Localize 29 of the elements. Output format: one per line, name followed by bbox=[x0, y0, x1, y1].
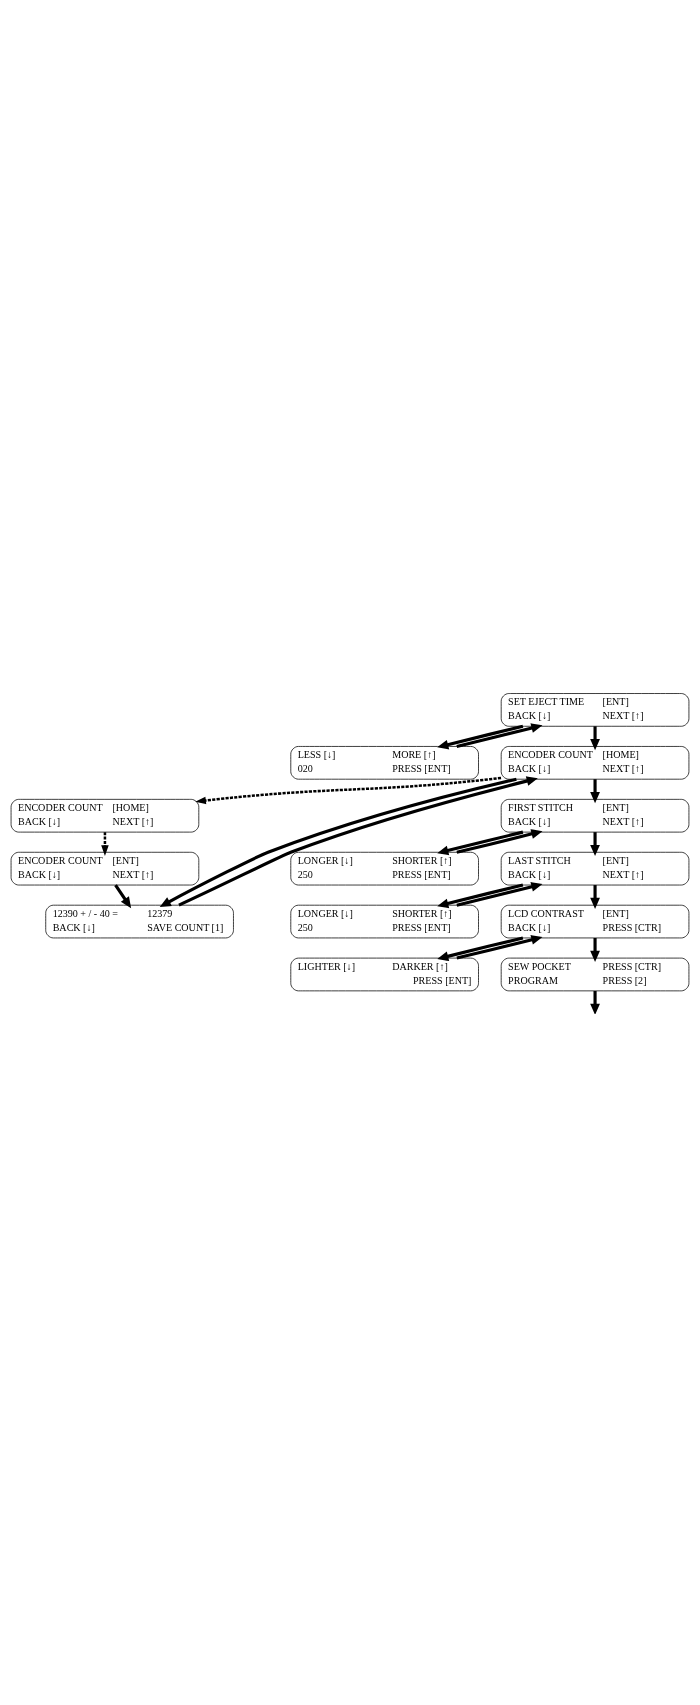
node-box: LONGER [↓] SHORTER [↑] 250 PRESS [ENT] bbox=[290, 851, 479, 886]
node-box: SET EJECT TIME [ENT] BACK [↓] NEXT [↑] bbox=[500, 693, 690, 727]
arrow bbox=[195, 776, 502, 805]
node-box: LONGER [↓] SHORTER [↑] 250 PRESS [ENT] bbox=[290, 904, 479, 939]
arrow bbox=[437, 830, 524, 856]
arrow bbox=[101, 832, 109, 856]
node-box: LCD CONTRAST [ENT] BACK [↓] PRESS [CTR] bbox=[500, 904, 690, 939]
node-box: SEW POCKET PRESS [CTR] PROGRAM PRESS [2] bbox=[500, 957, 690, 992]
arrow bbox=[437, 936, 524, 962]
node-box: LIGHTER [↓] DARKER [↑] PRESS [ENT] bbox=[290, 957, 479, 992]
arrow bbox=[590, 726, 600, 751]
arrow bbox=[456, 935, 543, 960]
arrow bbox=[590, 938, 600, 962]
arrow bbox=[456, 829, 543, 854]
node-box: ENCODER COUNT [HOME] BACK [↓] NEXT [↑] bbox=[10, 799, 200, 833]
arrow bbox=[437, 883, 524, 909]
arrow bbox=[456, 723, 543, 748]
arrow bbox=[437, 724, 524, 750]
node-box: FIRST STITCH [ENT] BACK [↓] NEXT [↑] bbox=[500, 799, 690, 833]
node-box: LESS [↓] MORE [↑] 020 PRESS [ENT] bbox=[290, 746, 479, 780]
arrow bbox=[114, 884, 132, 909]
arrow bbox=[456, 882, 543, 907]
node-box: ENCODER COUNT [ENT] BACK [↓] NEXT [↑] bbox=[10, 851, 200, 886]
node-box: LAST STITCH [ENT] BACK [↓] NEXT [↑] bbox=[500, 851, 690, 886]
arrow bbox=[590, 779, 600, 804]
node-box: ENCODER COUNT [HOME] BACK [↓] NEXT [↑] bbox=[500, 746, 690, 780]
arrow bbox=[590, 832, 600, 857]
node-box: 12390 + / - 40 = 12379 BACK [↓] SAVE COUNT [1] bbox=[45, 904, 234, 939]
arrow bbox=[590, 885, 600, 909]
